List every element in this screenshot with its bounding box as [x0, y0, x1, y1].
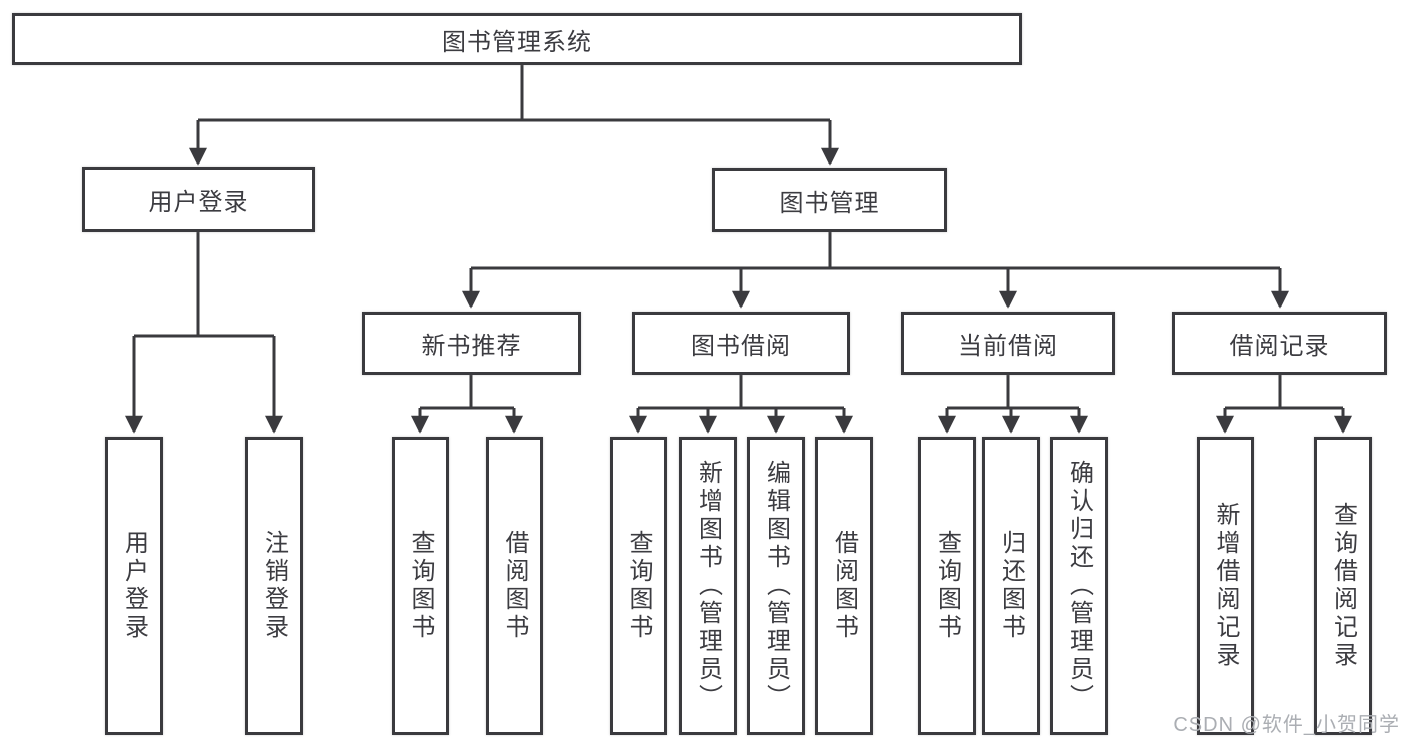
leaf-add-books-admin: 新增图书（管理员）: [679, 437, 737, 735]
node-new-book-recommend: 新书推荐: [362, 312, 581, 375]
leaf-query-books-current: 查询图书: [918, 437, 976, 735]
leaf-borrow-books-borrowing: 借阅图书: [815, 437, 873, 735]
leaf-query-borrow-record: 查询借阅记录: [1314, 437, 1372, 735]
leaf-return-books: 归还图书: [982, 437, 1040, 735]
node-current-borrowing: 当前借阅: [901, 312, 1115, 375]
node-library-system: 图书管理系统: [12, 13, 1022, 65]
leaf-confirm-return-admin: 确认归还（管理员）: [1050, 437, 1108, 735]
leaf-borrow-books-recommend: 借阅图书: [486, 437, 543, 735]
csdn-watermark: CSDN @软件_小贺同学: [1173, 714, 1400, 736]
node-book-borrowing: 图书借阅: [632, 312, 850, 375]
leaf-edit-books-admin: 编辑图书（管理员）: [747, 437, 805, 735]
node-borrow-records: 借阅记录: [1172, 312, 1387, 375]
leaf-query-books-recommend: 查询图书: [392, 437, 449, 735]
leaf-logout-login: 注销登录: [245, 437, 303, 735]
node-user-login: 用户登录: [82, 167, 315, 232]
node-book-management: 图书管理: [712, 168, 947, 232]
leaf-add-borrow-record: 新增借阅记录: [1197, 437, 1254, 735]
leaf-query-books-borrowing: 查询图书: [610, 437, 667, 735]
leaf-user-login: 用户登录: [105, 437, 163, 735]
